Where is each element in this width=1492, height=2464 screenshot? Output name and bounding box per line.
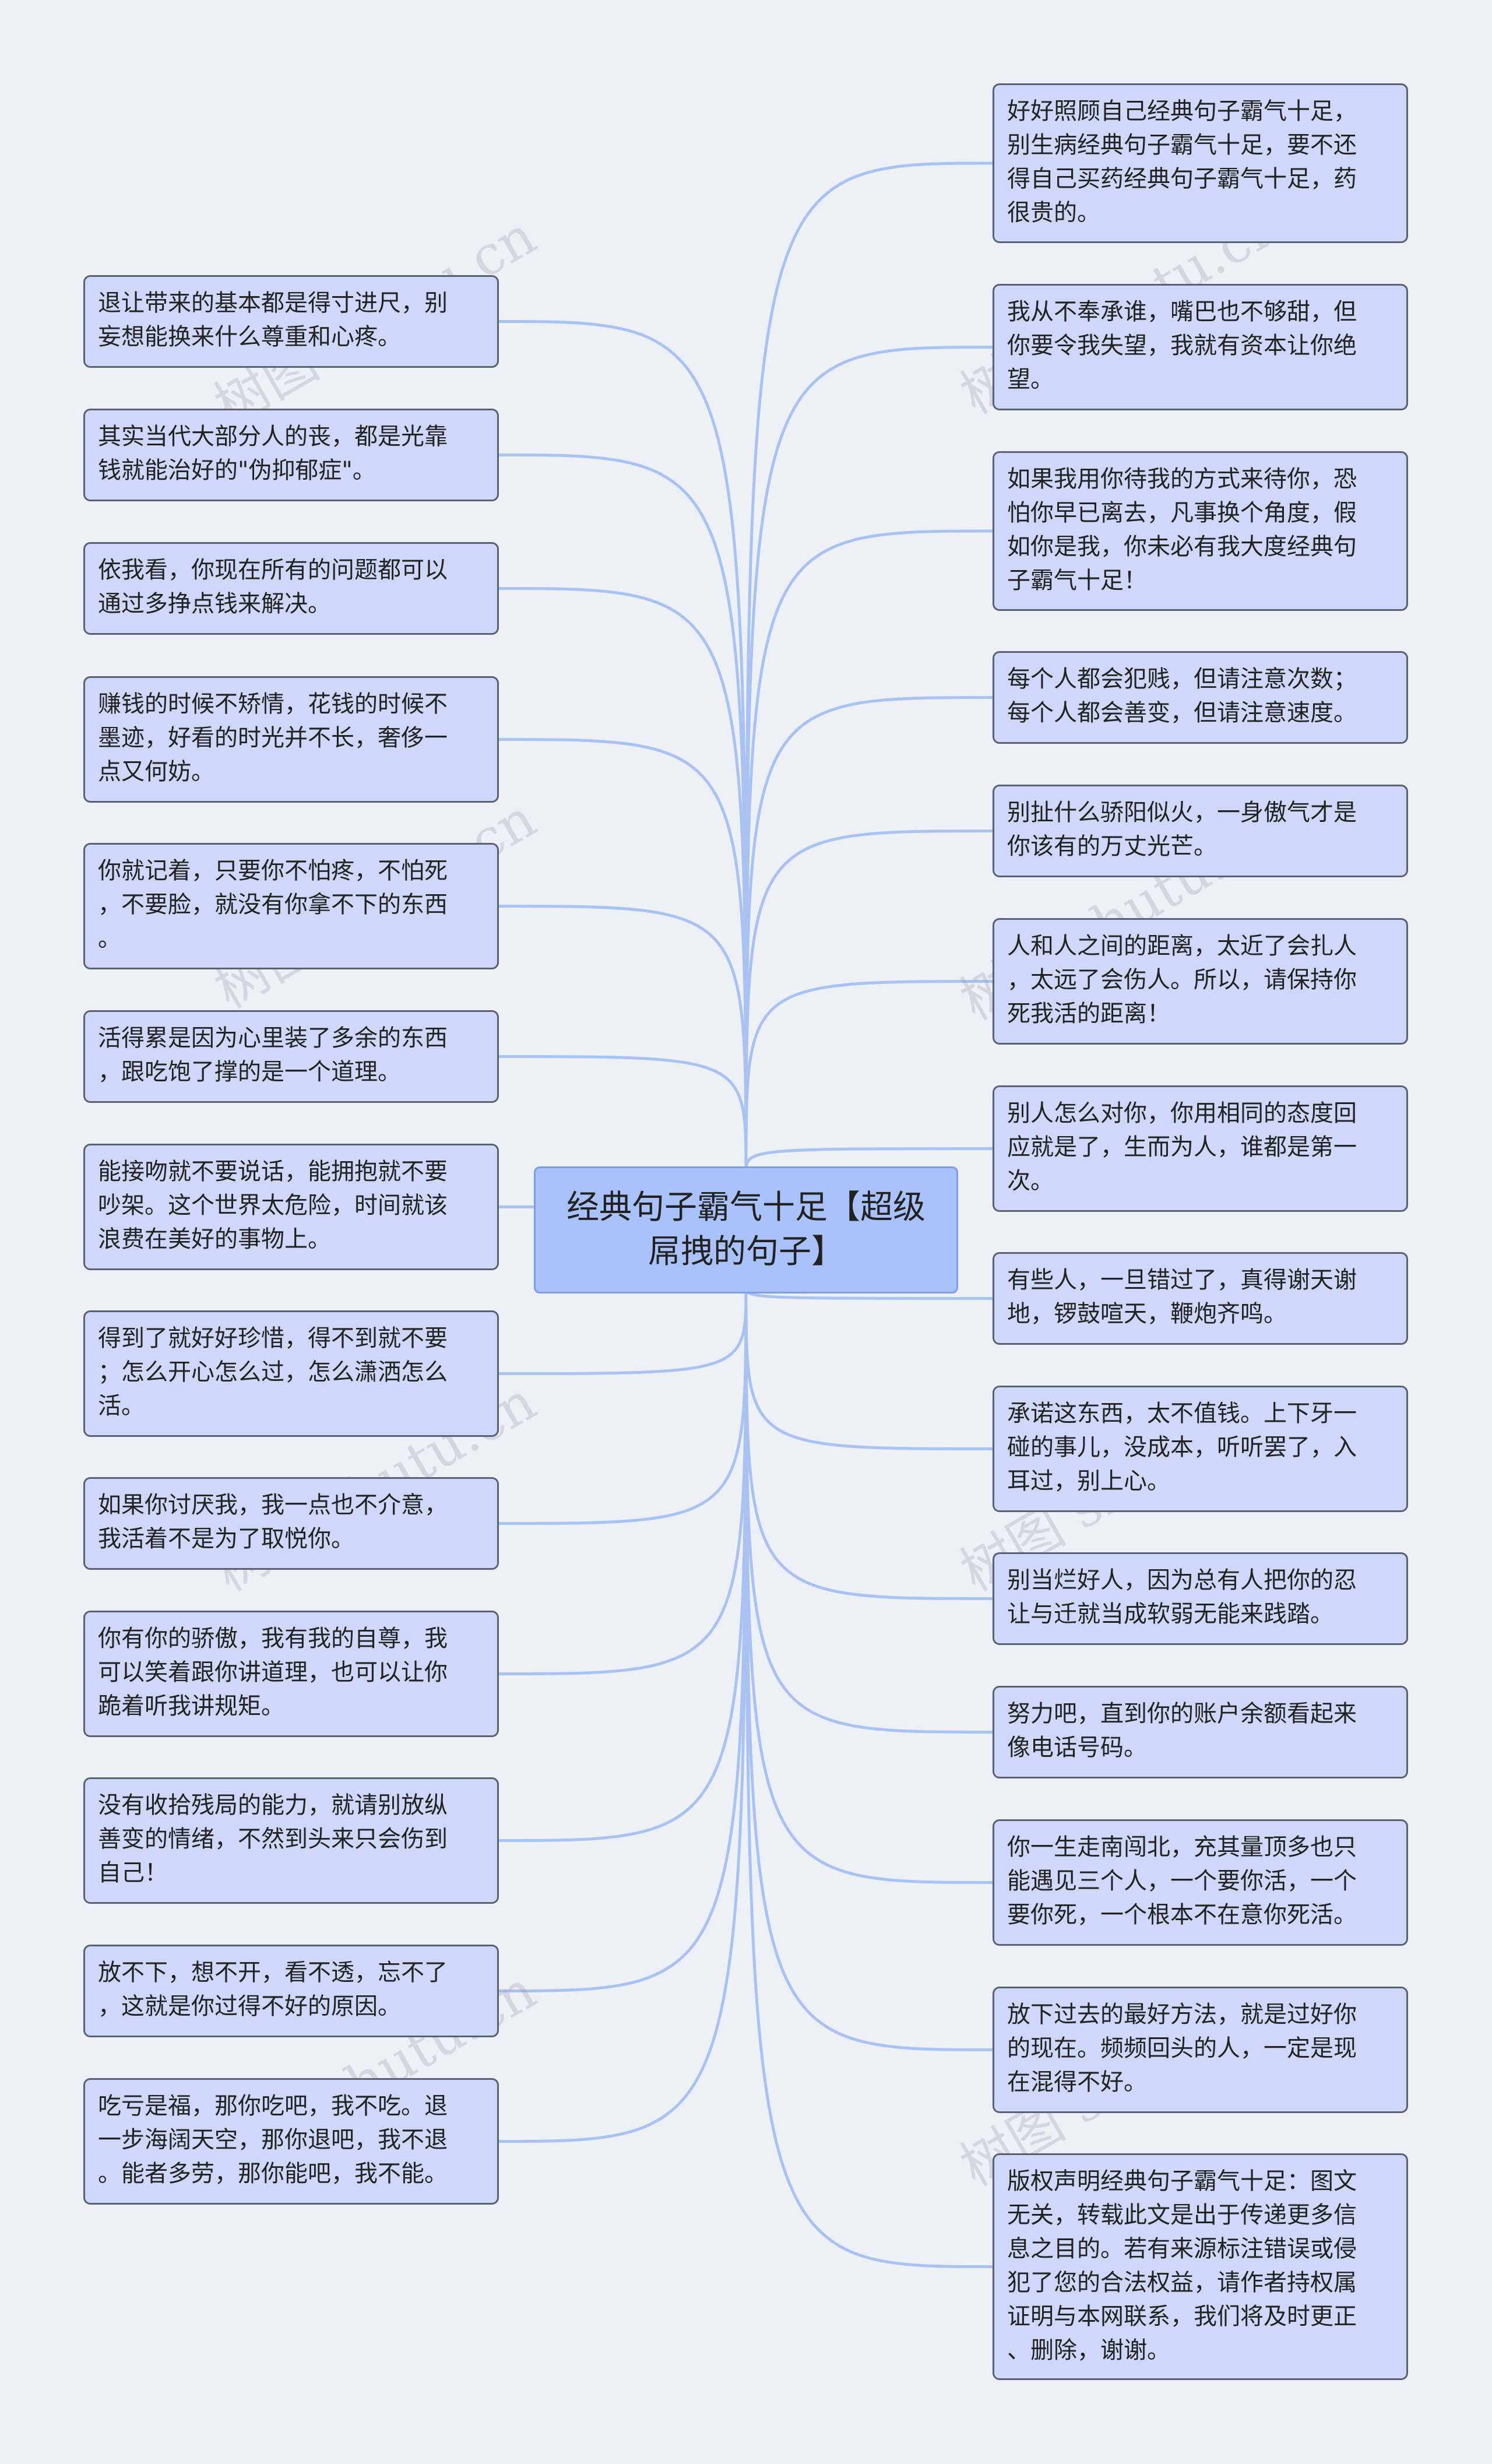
left-branch-node[interactable]: 你就记着，只要你不怕疼，不怕死 ，不要脸，就没有你拿不下的东西 。 [83,843,499,969]
left-branch-node[interactable]: 放不下，想不开，看不透，忘不了 ，这就是你过得不好的原因。 [83,1945,499,2037]
connector-line [744,696,993,1174]
right-branch-node[interactable]: 承诺这东西，太不值钱。上下牙一 碰的事儿，没成本，听听罢了，入 耳过，别上心。 [993,1386,1408,1512]
connector-line [744,161,993,1174]
left-branch-node[interactable]: 依我看，你现在所有的问题都可以 通过多挣点钱来解决。 [83,542,499,635]
right-branch-node[interactable]: 别当烂好人，因为总有人把你的忍 让与迁就当成软弱无能来践踏。 [993,1552,1408,1645]
connector-line [498,1286,748,1992]
connector-line [498,905,748,1174]
left-branch-node[interactable]: 你有你的骄傲，我有我的自尊，我 可以笑着跟你讲道理，也可以让你 跪着听我讲规矩。 [83,1611,499,1737]
connector-line [744,1286,993,2051]
left-branch-node[interactable]: 如果你讨厌我，我一点也不介意， 我活着不是为了取悦你。 [83,1477,499,1570]
connector-line [498,1286,748,1525]
right-branch-node[interactable]: 别扯什么骄阳似火，一身傲气才是 你该有的万丈光芒。 [993,785,1408,877]
left-branch-node[interactable]: 其实当代大部分人的丧，都是光靠 钱就能治好的"伪抑郁症"。 [83,409,499,501]
connector-line [744,1286,993,1450]
right-branch-node[interactable]: 我从不奉承谁，嘴巴也不够甜，但 你要令我失望，我就有资本让你绝 望。 [993,284,1408,410]
left-branch-node[interactable]: 活得累是因为心里装了多余的东西 ，跟吃饱了撑的是一个道理。 [83,1010,499,1103]
left-branch-node[interactable]: 没有收拾残局的能力，就请别放纵 善变的情绪，不然到头来只会伤到 自己！ [83,1777,499,1904]
connector-line [744,529,993,1174]
connector-line [744,1286,993,1734]
connector-line [744,1286,993,1884]
connector-line [498,738,748,1174]
left-branch-node[interactable]: 能接吻就不要说话，能拥抱就不要 吵架。这个世界太危险，时间就该 浪费在美好的事物… [83,1144,499,1270]
connector-line [498,1286,748,2143]
connector-line [498,1286,748,1375]
right-branch-node[interactable]: 好好照顾自己经典句子霸气十足， 别生病经典句子霸气十足，要不还 得自己买药经典句… [993,83,1408,243]
right-branch-node[interactable]: 放下过去的最好方法，就是过好你 的现在。频频回头的人，一定是现 在混得不好。 [993,1987,1408,2113]
connector-line [498,1286,748,1842]
right-branch-node[interactable]: 每个人都会犯贱，但请注意次数； 每个人都会善变，但请注意速度。 [993,651,1408,744]
right-branch-node[interactable]: 努力吧，直到你的账户余额看起来 像电话号码。 [993,1686,1408,1778]
connector-line [744,1286,993,1600]
connector-line [498,587,748,1174]
right-branch-node[interactable]: 版权声明经典句子霸气十足：图文 无关，转载此文是出于传递更多信 息之目的。若有来… [993,2153,1408,2380]
left-branch-node[interactable]: 退让带来的基本都是得寸进尺，别 妄想能换来什么尊重和心疼。 [83,275,499,368]
connector-line [744,346,993,1174]
central-topic-node[interactable]: 经典句子霸气十足【超级 屌拽的句子】 [534,1166,958,1293]
left-branch-node[interactable]: 吃亏是福，那你吃吧，我不吃。退 一步海阔天空，那你退吧，我不退 。能者多劳，那你… [83,2078,499,2205]
right-branch-node[interactable]: 有些人，一旦错过了，真得谢天谢 地，锣鼓喧天，鞭炮齐鸣。 [993,1252,1408,1345]
connector-line [744,980,993,1174]
connector-line [744,1286,993,2268]
connector-line [498,1286,748,1675]
connector-line [498,320,748,1174]
left-branch-node[interactable]: 赚钱的时候不矫情，花钱的时候不 墨迹，好看的时光并不长，奢侈一 点又何妨。 [83,676,499,803]
connector-line [744,1147,993,1174]
left-branch-node[interactable]: 得到了就好好珍惜，得不到就不要 ；怎么开心怎么过，怎么潇洒怎么 活。 [83,1310,499,1437]
right-branch-node[interactable]: 人和人之间的距离，太近了会扎人 ，太远了会伤人。所以，请保持你 死我活的距离！ [993,918,1408,1045]
right-branch-node[interactable]: 你一生走南闯北，充其量顶多也只 能遇见三个人，一个要你活，一个 要你死，一个根本… [993,1819,1408,1946]
connector-line [498,454,748,1174]
right-branch-node[interactable]: 如果我用你待我的方式来待你，恐 怕你早已离去，凡事换个角度，假 如你是我，你未必… [993,451,1408,611]
right-branch-node[interactable]: 别人怎么对你，你用相同的态度回 应就是了，生而为人，谁都是第一 次。 [993,1085,1408,1212]
connector-line [744,829,993,1174]
connector-line [498,1055,748,1174]
